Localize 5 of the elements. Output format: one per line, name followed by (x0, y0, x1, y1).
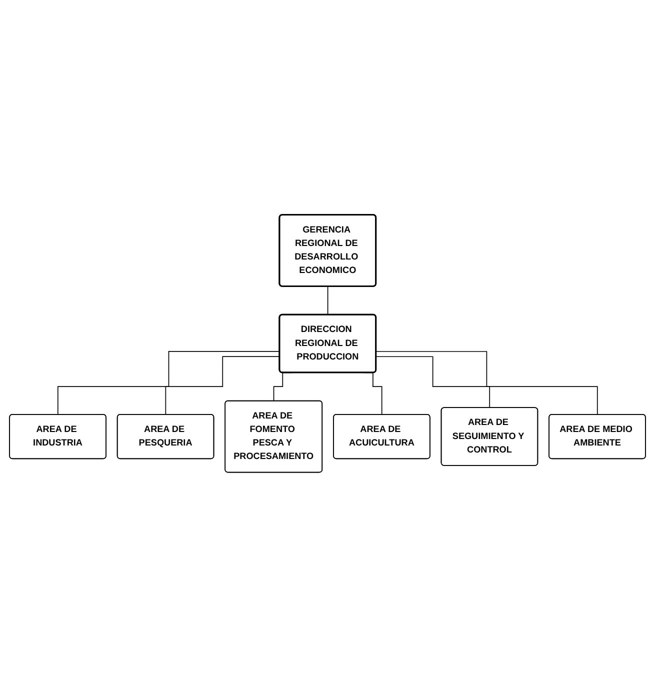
connector (327, 286, 328, 316)
connector (57, 351, 280, 416)
connector (165, 356, 280, 416)
connector (376, 356, 490, 408)
connector (376, 351, 598, 416)
